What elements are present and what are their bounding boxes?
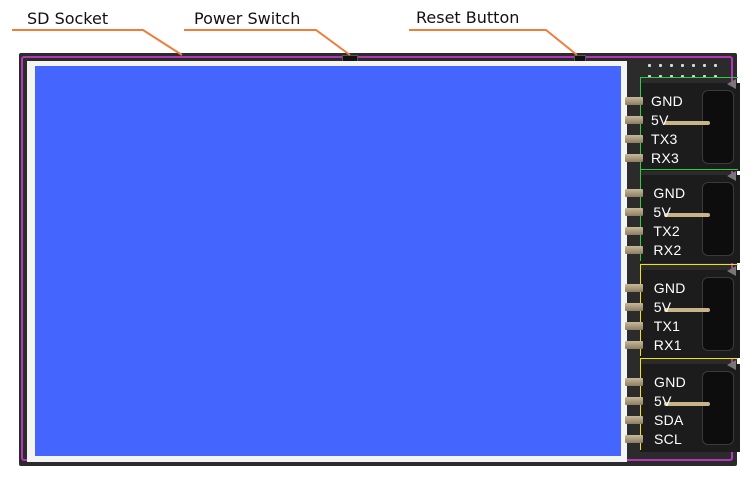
display-screen	[35, 66, 621, 456]
pin-gnd	[625, 189, 643, 197]
latch-arrow-icon	[727, 171, 736, 181]
pin-label-scl: SCL	[654, 431, 683, 447]
latch-arrow-icon	[727, 266, 736, 276]
pad-dot	[703, 75, 706, 78]
sd-socket-callout: SD Socket	[27, 9, 109, 28]
pin-label-5v: 5V	[654, 393, 672, 409]
pin-label-tx2: TX2	[653, 223, 680, 239]
pin-label-gnd: GND	[653, 185, 686, 201]
header-pads	[634, 64, 730, 84]
pad-dot	[714, 75, 717, 78]
pin-label-5v: 5V	[651, 112, 669, 128]
power-switch-callout: Power Switch	[194, 9, 301, 28]
reset-button-leader	[409, 29, 578, 56]
pin-label-gnd: GND	[654, 374, 687, 390]
pad-dot	[703, 64, 706, 67]
pin-tx1	[625, 322, 643, 330]
pad-dot	[659, 75, 662, 78]
pin-5v	[625, 116, 643, 124]
pin-gnd	[625, 97, 643, 105]
pad-dot	[670, 64, 673, 67]
pad-dot	[659, 64, 662, 67]
connector-4: GND 5V SDA SCL	[625, 358, 740, 452]
pad-dot	[692, 64, 695, 67]
pin-label-rx2: RX2	[653, 242, 682, 258]
pin-rx1	[625, 341, 643, 349]
connector-latch	[702, 277, 734, 351]
power-switch-leader	[184, 29, 351, 56]
pad-dot	[670, 75, 673, 78]
latch-arrow-icon	[727, 79, 736, 89]
connector-latch	[702, 90, 734, 164]
latch-bar	[664, 121, 710, 125]
latch-bar	[664, 308, 710, 312]
latch-arrow-icon	[727, 360, 736, 370]
pad-dot	[681, 75, 684, 78]
pad-dot	[648, 75, 651, 78]
latch-bar	[664, 213, 710, 217]
latch-bar	[664, 402, 710, 406]
pin-label-tx3: TX3	[651, 131, 678, 147]
pin-rx2	[625, 246, 643, 254]
sd-socket-leader	[12, 29, 183, 56]
pin-label-gnd: GND	[651, 93, 684, 109]
pad-dot	[692, 75, 695, 78]
pin-gnd	[625, 284, 643, 292]
pin-5v	[625, 208, 643, 216]
pin-label-5v: 5V	[653, 204, 672, 220]
pin-tx3	[625, 135, 643, 143]
pin-tx2	[625, 227, 643, 235]
pin-rx3	[625, 154, 643, 162]
pin-label-tx1: TX1	[653, 318, 681, 334]
pin-5v	[625, 303, 643, 311]
pad-dot	[648, 64, 651, 67]
reset-button-callout: Reset Button	[416, 8, 520, 27]
pin-label-gnd: GND	[653, 280, 686, 296]
pin-label-rx1: RX1	[653, 337, 682, 353]
pin-label-sda: SDA	[654, 412, 684, 428]
pin-label-5v: 5V	[653, 299, 672, 315]
pin-scl	[625, 435, 643, 443]
pin-5v	[625, 397, 643, 405]
pad-dot	[714, 64, 717, 67]
connector-latch	[702, 182, 734, 256]
connector-latch	[702, 371, 734, 445]
pin-label-rx3: RX3	[651, 150, 680, 166]
pin-sda	[625, 416, 643, 424]
pad-dot	[681, 64, 684, 67]
pin-gnd	[625, 378, 643, 386]
